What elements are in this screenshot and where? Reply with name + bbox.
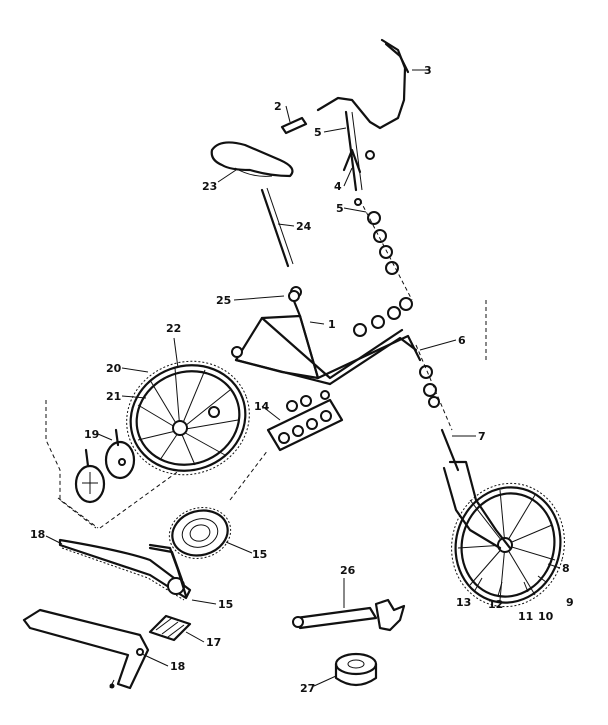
callout-24: 23 [202, 180, 217, 193]
callout-8: 8 [562, 562, 570, 575]
callout-9: 9 [566, 596, 574, 609]
callout-28: 27 [300, 682, 315, 695]
pedal-crank [292, 598, 406, 632]
callout-10: 10 [538, 610, 554, 623]
callout-14: 14 [254, 400, 270, 413]
crank-arm [148, 543, 188, 598]
callout-16: 15 [252, 548, 267, 561]
callout-22: 21 [106, 390, 121, 403]
callout-23: 22 [166, 322, 181, 335]
callout-18: 18 [170, 660, 185, 673]
rear-wheel [126, 360, 250, 476]
callout-4: 4 [334, 180, 342, 193]
callout-12: 12 [488, 598, 503, 611]
bicycle-frame [231, 286, 422, 400]
callout-26: 25 [216, 294, 231, 307]
callout-15: 15 [218, 598, 233, 611]
callout-17: 17 [206, 636, 221, 649]
callout-27: 26 [340, 564, 356, 577]
pedal [148, 614, 192, 642]
callout-21: 20 [106, 362, 122, 375]
chain-guard [22, 608, 150, 690]
callout-19: 18 [30, 528, 45, 541]
front-fork [440, 428, 512, 550]
bearing-cup [334, 652, 378, 687]
headset-bearing-stack [353, 211, 440, 408]
callout-5-bottom: 5 [336, 202, 344, 215]
callout-1: 1 [328, 318, 336, 331]
callout-11: 11 [518, 610, 533, 623]
callout-20: 19 [84, 428, 99, 441]
crank-bearings [266, 395, 344, 452]
handlebar [316, 38, 410, 130]
callout-25: 24 [296, 220, 312, 233]
callout-labels: 3 2 5 4 5 23 24 25 1 6 22 20 21 14 7 19 … [30, 64, 574, 695]
sprocket [168, 507, 232, 559]
seat-post [260, 187, 294, 268]
coaster-brake-parts [74, 428, 136, 504]
callout-2: 2 [274, 100, 282, 113]
callout-13: 13 [456, 596, 471, 609]
callout-5-top: 5 [314, 126, 322, 139]
leader-lines [45, 69, 561, 687]
stem-assembly [342, 110, 375, 206]
front-wheel [451, 482, 565, 608]
handlebar-grip [280, 116, 308, 135]
callout-3: 3 [424, 64, 432, 77]
callout-7: 7 [478, 430, 486, 443]
callout-6: 6 [458, 334, 466, 347]
seat-clamp-bolt [288, 290, 300, 302]
saddle [210, 141, 294, 178]
